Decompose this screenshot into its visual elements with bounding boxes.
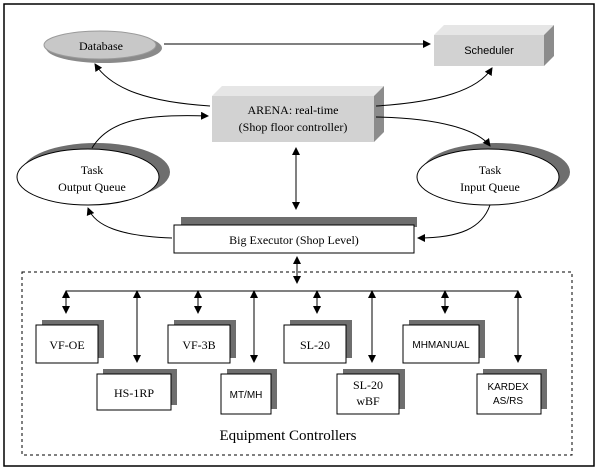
mt-mh-label: MT/MH — [230, 390, 263, 401]
task-input-label-line1: Task — [479, 163, 502, 177]
arena-node: ARENA: real-time (Shop floor controller) — [212, 86, 384, 142]
vf-3b-label: VF-3B — [182, 338, 215, 352]
equipment-controllers-label: Equipment Controllers — [219, 428, 356, 444]
equipment-kardex-asrs: KARDEX AS/RS — [476, 369, 547, 415]
outer-frame — [3, 3, 595, 467]
kardex-label-line2: AS/RS — [493, 396, 523, 407]
equipment-connections — [62, 290, 522, 363]
sl-20-wbf-label-line1: SL-20 — [353, 378, 383, 392]
equipment-vf-3b: VF-3B — [167, 320, 236, 364]
big-executor-node: Big Executor (Shop Level) — [173, 217, 417, 254]
equipment-mt-mh: MT/MH — [220, 369, 277, 415]
task-input-label-line2: Input Queue — [460, 180, 520, 194]
arena-to-input-queue-arrow — [375, 116, 491, 147]
equipment-controllers-group — [21, 271, 573, 456]
task-input-queue-node: Task Input Queue — [416, 143, 570, 206]
task-output-queue-node: Task Output Queue — [16, 143, 170, 206]
output-queue-to-arena-arrow — [91, 111, 209, 149]
upper-connections — [86, 40, 493, 284]
hs-1rp-label: HS-1RP — [114, 386, 154, 400]
mhmanual-label: MHMANUAL — [412, 340, 470, 351]
equipment-sl-20-wbf: SL-20 wBF — [336, 369, 405, 415]
sl-20-label: SL-20 — [300, 338, 330, 352]
arena-to-database-arrow — [94, 63, 211, 107]
database-node: Database — [43, 30, 162, 63]
arena-label-line1: ARENA: real-time — [248, 103, 339, 117]
sl-20-wbf-label-line2: wBF — [356, 394, 380, 408]
scheduler-node: Scheduler — [434, 25, 554, 66]
big-executor-label: Big Executor (Shop Level) — [229, 233, 359, 247]
task-output-label-line2: Output Queue — [58, 180, 126, 194]
executor-to-output-queue-arrow — [86, 207, 173, 239]
arena-to-scheduler-arrow — [375, 67, 493, 107]
equipment-sl-20: SL-20 — [283, 320, 352, 364]
equipment-mhmanual: MHMANUAL — [402, 320, 485, 364]
kardex-label-line1: KARDEX — [487, 382, 528, 393]
database-label: Database — [79, 39, 123, 53]
task-output-label-line1: Task — [81, 163, 104, 177]
input-queue-to-executor-arrow — [417, 204, 491, 242]
scheduler-label: Scheduler — [464, 45, 514, 57]
equipment-hs-1rp: HS-1RP — [96, 369, 177, 411]
equipment-vf-oe: VF-OE — [35, 320, 104, 364]
vf-oe-label: VF-OE — [49, 338, 84, 352]
arena-label-line2: (Shop floor controller) — [239, 120, 348, 134]
